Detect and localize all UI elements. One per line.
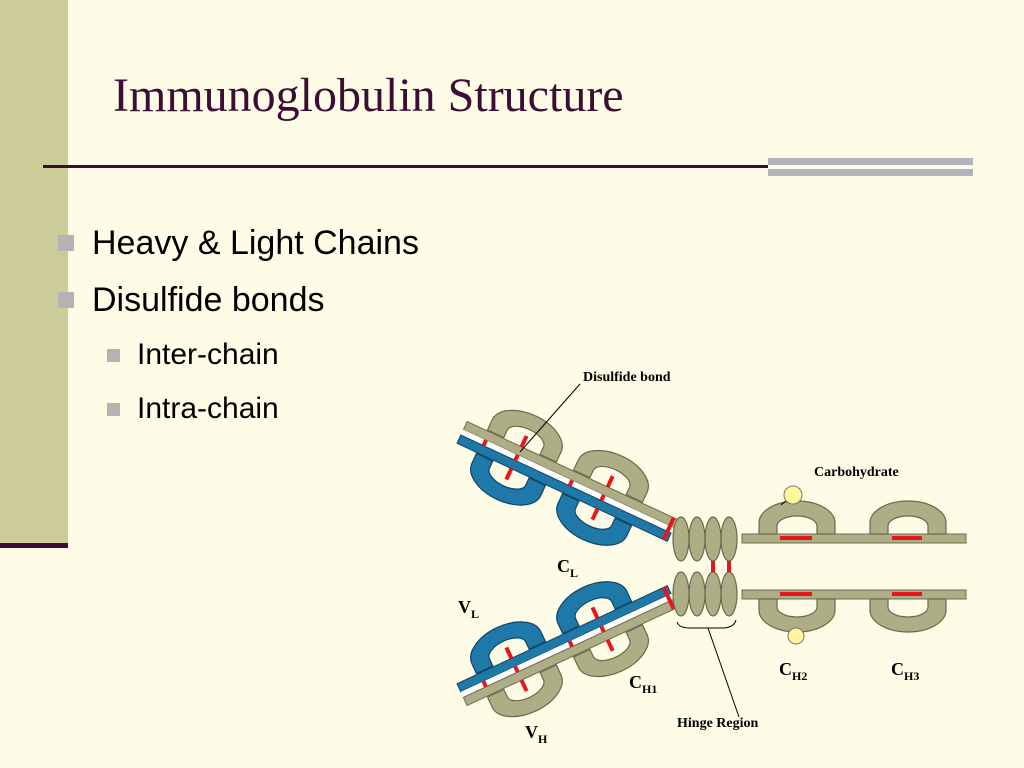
fc-upper-chain (741, 485, 967, 544)
title-accent-stripes (768, 158, 973, 178)
bullet-item: Heavy & Light Chains (58, 224, 419, 263)
sidebar-band (0, 0, 68, 543)
fc-lower-chain (741, 589, 967, 645)
ch2-domain (758, 598, 836, 633)
bullet-text: Disulfide bonds (92, 281, 325, 319)
square-bullet-icon (107, 349, 120, 362)
chain-gap (460, 593, 674, 698)
sub-bullet-item: Intra-chain (107, 392, 279, 426)
hinge-bracket (676, 619, 737, 629)
upper-fab-arm (456, 399, 679, 557)
square-bullet-icon (107, 403, 120, 416)
vl-label: VL (458, 597, 479, 621)
ch2-domain (758, 500, 836, 535)
lower-fab-arm (456, 570, 679, 728)
title-rule (43, 165, 973, 168)
carbohydrate-label: Carbohydrate (814, 465, 899, 480)
ch1-label: CH1 (629, 672, 657, 696)
bullet-text: Heavy & Light Chains (92, 224, 419, 262)
slide-title: Immunoglobulin Structure (113, 69, 624, 122)
square-bullet-icon (58, 235, 74, 251)
hinge-leader-line (707, 627, 740, 718)
sub-bullet-item: Inter-chain (107, 338, 279, 372)
disulfide-bond-label: Disulfide bond (583, 370, 671, 385)
hinge-region-shapes (672, 516, 738, 617)
sub-bullet-text: Inter-chain (137, 338, 279, 371)
sidebar-rule (0, 543, 68, 548)
cl-label: CL (557, 556, 578, 580)
light-chain-strand (456, 434, 672, 542)
carbohydrate-icon (783, 485, 803, 505)
chain-gap (460, 429, 674, 534)
ch3-label: CH3 (891, 659, 919, 683)
hinge-region-label: Hinge Region (677, 716, 758, 731)
vh-label: VH (525, 722, 548, 746)
ch3-domain (869, 598, 947, 633)
ch2-label: CH2 (779, 659, 807, 683)
bullet-item: Disulfide bonds (58, 281, 325, 320)
square-bullet-icon (58, 292, 74, 308)
carbohydrate-icon (787, 627, 805, 645)
disulfide-leader-line (519, 383, 581, 453)
ch3-domain (869, 500, 947, 535)
sub-bullet-text: Intra-chain (137, 392, 279, 425)
